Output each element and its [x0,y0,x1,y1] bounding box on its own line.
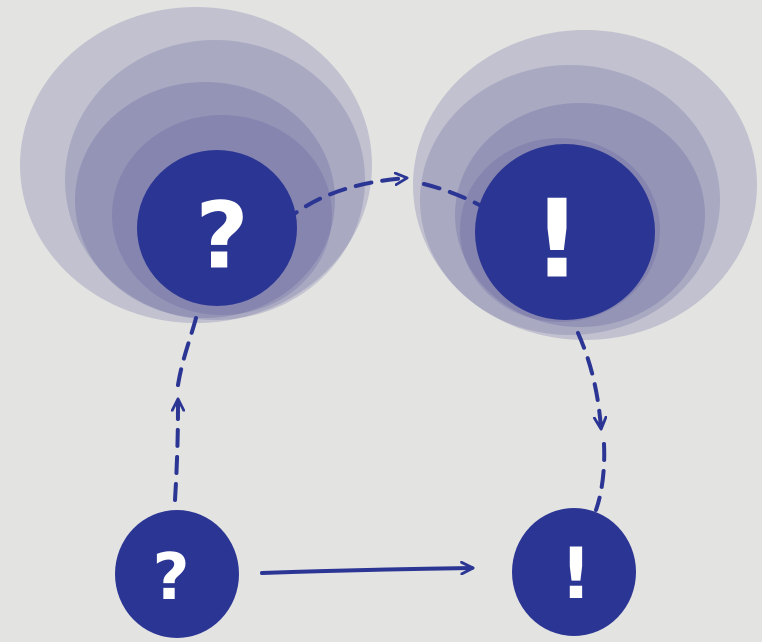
edge-question-small-to-question-large [175,316,198,502]
exclamation-mark-icon: ! [560,533,592,615]
node-question-large: ? [137,150,297,306]
node-exclaim-large: ! [475,144,655,320]
edge-question-small-to-exclaim-small [260,568,472,573]
exclamation-mark-icon: ! [532,178,581,303]
node-exclaim-small: ! [512,508,636,636]
edge-exclaim-large-to-exclaim-small [576,331,604,512]
question-mark-icon: ? [152,541,189,615]
question-mark-icon: ? [195,183,248,290]
node-question-small: ? [115,510,239,638]
